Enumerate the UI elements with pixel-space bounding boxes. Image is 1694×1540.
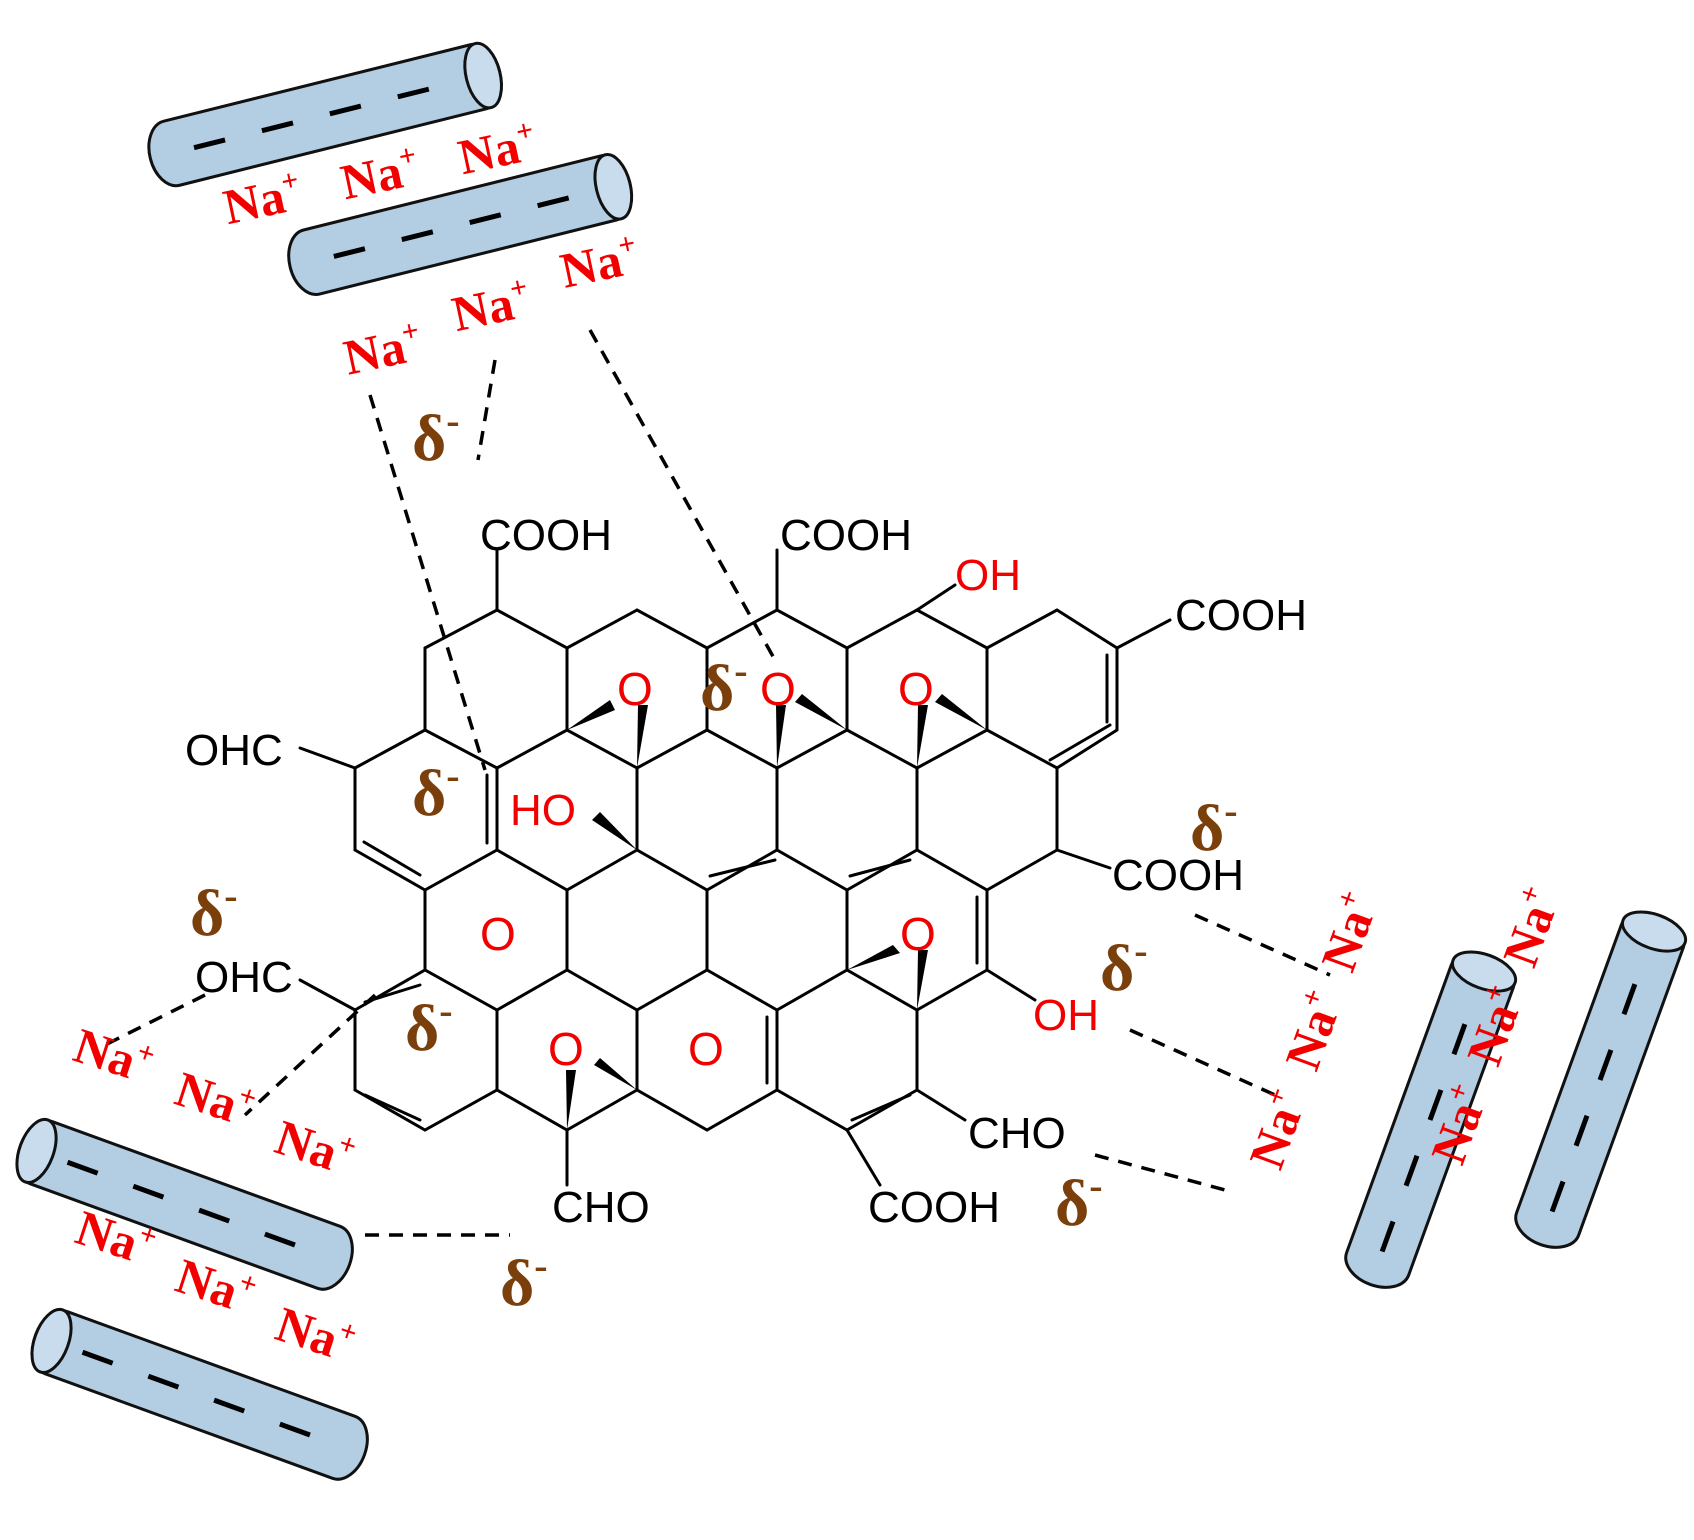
carboxyl-label-top-middle: COOH — [780, 511, 912, 560]
sodium-ion: Na+ — [555, 227, 643, 299]
hydroxyl-label-right: OH — [1033, 991, 1099, 1040]
clay-platelet-top-1 — [147, 41, 503, 188]
partial-charge-3: δ- — [412, 753, 460, 830]
clay-platelet-top-2 — [287, 152, 634, 296]
carboxyl-label-right: COOH — [1112, 851, 1244, 900]
epoxide-oxygen-4: O — [480, 908, 516, 960]
epoxide-oxygen-7: O — [688, 1023, 724, 1075]
sodium-ion: Na+ — [269, 1295, 361, 1373]
electrostatic-interaction-lines — [94, 329, 1331, 1237]
epoxide-oxygen-6: O — [548, 1023, 584, 1075]
sodium-ion: Na+ — [1491, 881, 1571, 974]
partial-charge-8: δ- — [1055, 1163, 1103, 1240]
partial-charge-9: δ- — [500, 1243, 548, 1320]
aldehyde-label-bottom: CHO — [552, 1183, 650, 1232]
hydroxyl-label-top: OH — [955, 551, 1021, 600]
sodium-ion: Na+ — [269, 1108, 361, 1186]
aldehyde-label-left-top: OHC — [185, 726, 283, 775]
sodium-ion: Na+ — [1273, 984, 1353, 1077]
partial-charges: δ- δ- δ- δ- δ- δ- δ- δ- δ- — [190, 398, 1238, 1320]
clay-platelet-right-1 — [1344, 950, 1518, 1289]
partial-charge-6: δ- — [1100, 928, 1148, 1005]
clay-platelet-right-2 — [1514, 910, 1688, 1249]
partial-charge-2: δ- — [700, 648, 748, 725]
carboxyl-label-top-right: COOH — [1175, 591, 1307, 640]
aldehyde-label-right: CHO — [968, 1109, 1066, 1158]
hydroxyl-label-left: HO — [510, 786, 576, 835]
sodium-ions-top-1: Na+ Na+ Na+ — [218, 113, 541, 235]
clay-platelet-bottom-left-1 — [15, 1117, 354, 1291]
partial-charge-7: δ- — [405, 988, 453, 1065]
sodium-ion: Na+ — [67, 1016, 159, 1094]
sodium-ion: Na+ — [447, 270, 535, 342]
clay-platelet-bottom-left-2 — [30, 1307, 369, 1481]
graphene-oxide-skeleton — [298, 548, 1172, 1187]
epoxide-oxygen-2: O — [760, 663, 796, 715]
partial-charge-4: δ- — [1190, 788, 1238, 865]
sodium-ion: Na+ — [339, 314, 427, 386]
sodium-ion: Na+ — [1237, 1083, 1317, 1176]
epoxide-oxygens: O O O O O O O — [480, 663, 936, 1075]
aldehyde-label-left-bottom: OHC — [195, 953, 293, 1002]
sodium-ion: Na+ — [336, 138, 424, 210]
sodium-ions-right-1: Na+ Na+ Na+ — [1237, 885, 1389, 1176]
epoxide-oxygen-3: O — [898, 663, 934, 715]
functional-groups: COOH COOH COOH COOH COOH CHO CHO OHC OHC… — [185, 511, 1307, 1232]
carboxyl-label-bottom: COOH — [868, 1183, 1000, 1232]
sodium-ions-top-2: Na+ Na+ Na+ — [339, 227, 643, 386]
sodium-ion: Na+ — [169, 1060, 261, 1138]
epoxide-oxygen-5: O — [900, 908, 936, 960]
epoxide-wedges — [566, 694, 987, 1130]
sodium-ion: Na+ — [218, 163, 306, 235]
sodium-ion: Na+ — [453, 113, 541, 185]
epoxide-oxygen-1: O — [617, 663, 653, 715]
partial-charge-5: δ- — [190, 873, 238, 950]
partial-charge-1: δ- — [412, 398, 460, 475]
carboxyl-label-top-left: COOH — [480, 511, 612, 560]
sodium-ion: Na+ — [1309, 885, 1389, 978]
